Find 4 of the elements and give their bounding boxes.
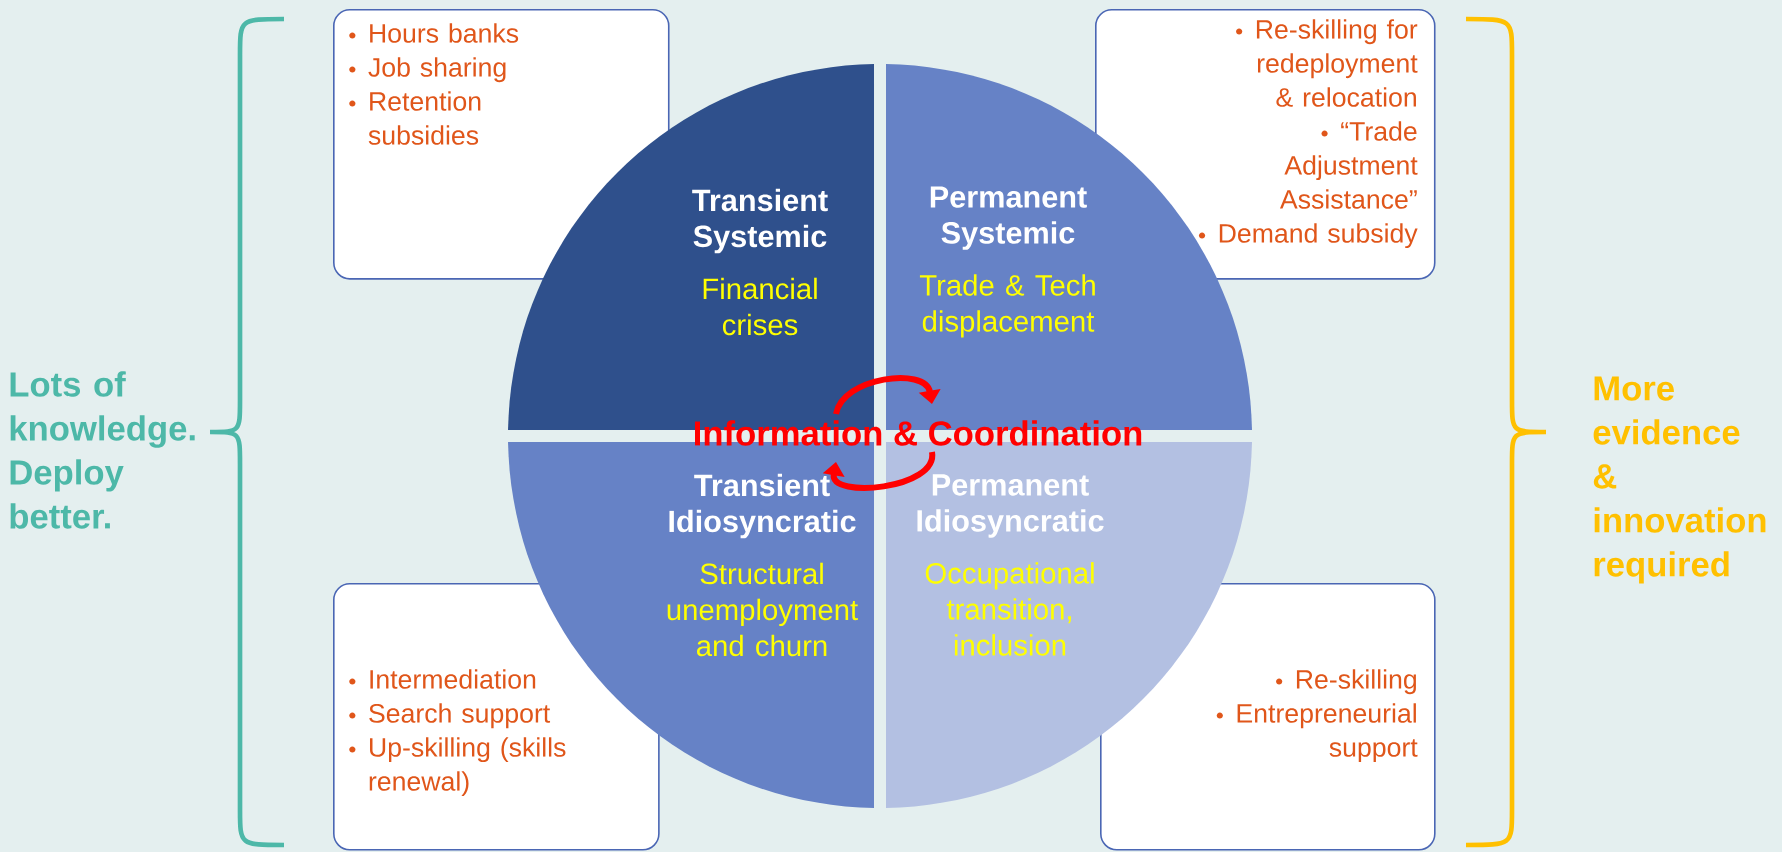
arrow [833,375,941,415]
side-note: More evidence & innovation required [1593,376,1766,584]
arrow [822,451,935,491]
side-note: Lots of knowledge. Deploy better. [10,371,195,529]
